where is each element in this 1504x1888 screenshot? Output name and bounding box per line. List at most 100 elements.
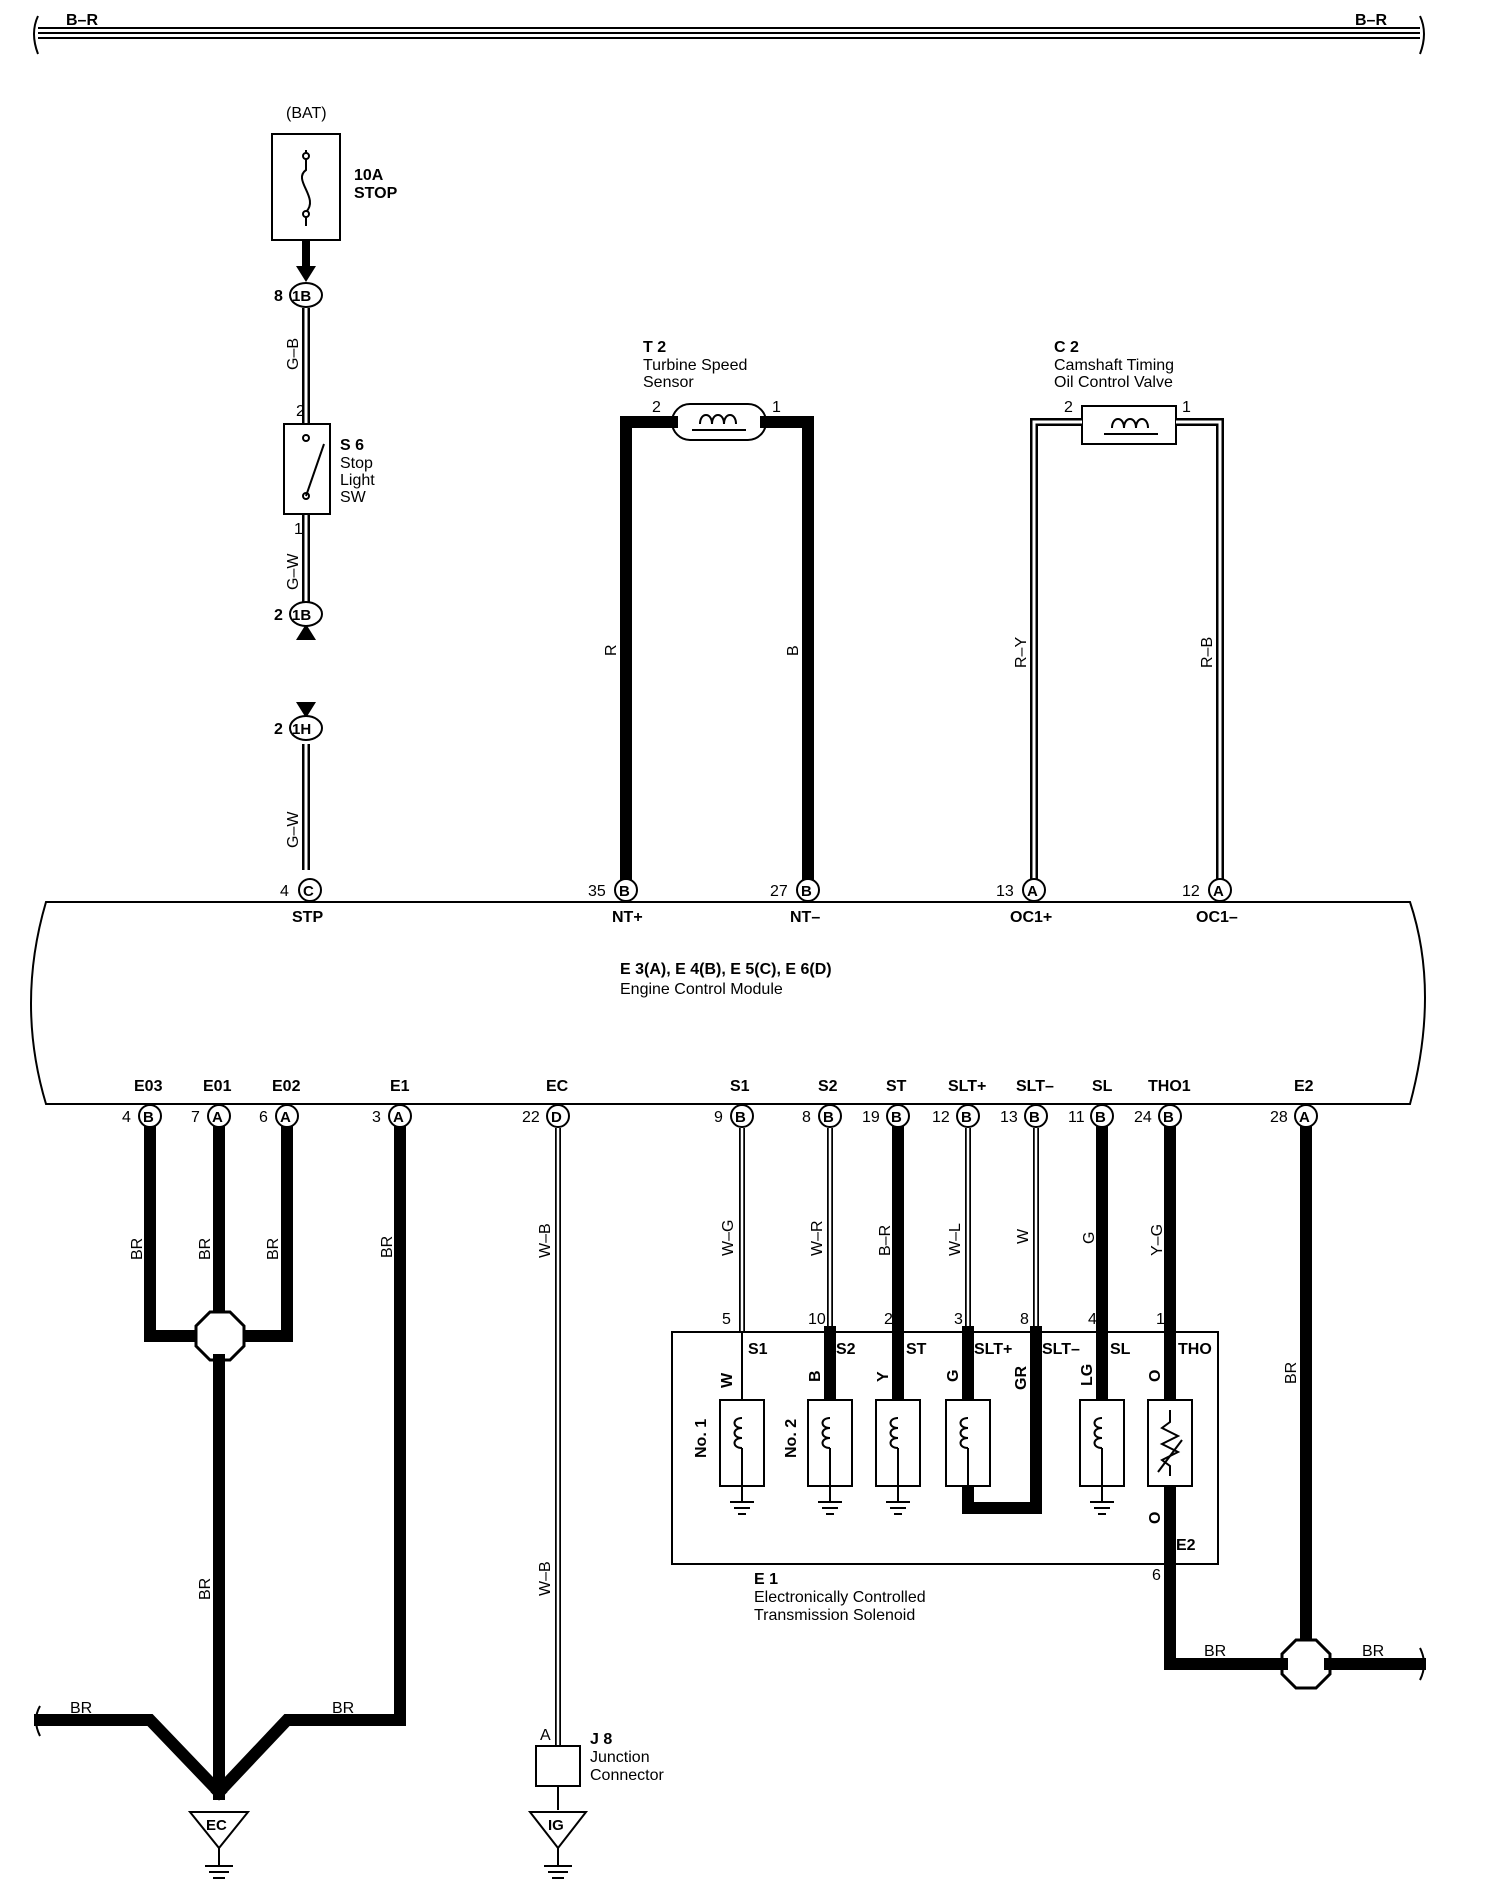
svg-text:B: B (1095, 1109, 1106, 1126)
svg-text:1B: 1B (292, 607, 311, 624)
svg-text:E 1: E 1 (754, 1571, 778, 1588)
svg-text:SLT+: SLT+ (948, 1078, 986, 1095)
svg-text:Transmission Solenoid: Transmission Solenoid (754, 1607, 915, 1624)
fuse-source: (BAT) (286, 105, 327, 122)
svg-text:13: 13 (996, 883, 1014, 900)
svg-text:A: A (1213, 883, 1224, 900)
bus-left-label: B–R (66, 12, 98, 29)
svg-text:Turbine Speed: Turbine Speed (643, 357, 747, 374)
svg-text:W–G: W–G (720, 1220, 737, 1256)
turbine-speed-sensor: T 2 Turbine Speed Sensor 2 1 R B (603, 339, 814, 886)
svg-text:A: A (393, 1109, 404, 1126)
svg-text:Oil Control Valve: Oil Control Valve (1054, 374, 1173, 391)
ground-ig: IG (527, 1811, 589, 1879)
solenoid-thermistor-tho (1147, 1399, 1193, 1487)
svg-text:J 8: J 8 (590, 1731, 612, 1748)
svg-text:Light: Light (340, 472, 375, 489)
svg-text:1: 1 (772, 399, 781, 416)
svg-text:BR: BR (70, 1700, 92, 1717)
svg-text:GR: GR (1013, 1366, 1030, 1390)
svg-text:4: 4 (122, 1109, 131, 1126)
svg-text:3: 3 (954, 1311, 963, 1328)
ec-wire-to-j8: W–B W–B A J 8 Junction Connector (535, 1128, 664, 1810)
camshaft-ocv: C 2 Camshaft Timing Oil Control Valve 2 … (1013, 339, 1224, 880)
svg-text:1: 1 (1182, 399, 1191, 416)
svg-text:THO: THO (1178, 1341, 1212, 1358)
svg-text:2: 2 (296, 403, 305, 420)
svg-text:B: B (735, 1109, 746, 1126)
svg-text:1: 1 (1156, 1311, 1165, 1328)
svg-text:IG: IG (548, 1817, 564, 1834)
svg-text:ST: ST (886, 1078, 907, 1095)
ecm-code: E 3(A), E 4(B), E 5(C), E 6(D) (620, 961, 832, 978)
svg-text:B: B (801, 883, 812, 900)
svg-text:S2: S2 (836, 1341, 856, 1358)
svg-text:S1: S1 (730, 1078, 750, 1095)
ecm-terminal-s2: B 8S2 (802, 1078, 842, 1128)
connector-arrow-icon (296, 266, 316, 282)
splice-point-icon (1280, 1638, 1332, 1690)
svg-text:G: G (1081, 1232, 1098, 1244)
svg-text:Junction: Junction (590, 1749, 650, 1766)
svg-text:E01: E01 (203, 1078, 232, 1095)
svg-text:R–Y: R–Y (1013, 637, 1030, 668)
svg-text:19: 19 (862, 1109, 880, 1126)
ground-wire-e1: BR BR BR (34, 1122, 406, 1801)
svg-text:BR: BR (197, 1578, 214, 1600)
svg-text:10: 10 (808, 1311, 826, 1328)
svg-text:11: 11 (1068, 1109, 1085, 1126)
solenoid-coil-slt (945, 1399, 991, 1487)
svg-text:E2: E2 (1294, 1078, 1314, 1095)
svg-text:2: 2 (884, 1311, 893, 1328)
svg-text:35: 35 (588, 883, 606, 900)
ecm-top-terminal-nt-plus: B 35 NT+ (588, 878, 643, 926)
svg-text:B: B (1029, 1109, 1040, 1126)
svg-text:5: 5 (722, 1311, 731, 1328)
svg-text:BR: BR (379, 1236, 396, 1258)
svg-text:9: 9 (714, 1109, 723, 1126)
ecm-top-terminal-stp: C 4 STP (280, 878, 323, 926)
stop-circuit-wires (296, 240, 316, 870)
ecm-terminal-e1: A 3E1 (372, 1078, 412, 1128)
svg-text:No. 1: No. 1 (693, 1419, 710, 1458)
svg-text:SL: SL (1092, 1078, 1113, 1095)
svg-text:B: B (1163, 1109, 1174, 1126)
svg-text:22: 22 (522, 1109, 540, 1126)
svg-text:4: 4 (280, 883, 289, 900)
svg-text:E02: E02 (272, 1078, 301, 1095)
svg-text:B: B (891, 1109, 902, 1126)
svg-text:W–B: W–B (537, 1561, 554, 1596)
connector-arrow-icon (296, 702, 316, 718)
svg-text:6: 6 (1152, 1567, 1161, 1584)
svg-text:EC: EC (206, 1817, 227, 1834)
svg-text:STP: STP (292, 909, 323, 926)
svg-text:Electronically Controlled: Electronically Controlled (754, 1589, 926, 1606)
svg-text:BR: BR (129, 1238, 146, 1260)
svg-text:W–B: W–B (537, 1223, 554, 1258)
wire-color-g-w-1: G–W (285, 553, 302, 590)
svg-text:C: C (303, 883, 314, 900)
svg-text:2: 2 (652, 399, 661, 416)
svg-text:A: A (280, 1109, 291, 1126)
engine-control-module: E 3(A), E 4(B), E 5(C), E 6(D) Engine Co… (30, 901, 1426, 1105)
svg-text:SW: SW (340, 489, 367, 506)
svg-text:ST: ST (906, 1341, 927, 1358)
svg-text:E2: E2 (1176, 1537, 1196, 1554)
svg-text:O: O (1147, 1512, 1164, 1524)
svg-text:E03: E03 (134, 1078, 163, 1095)
svg-text:B–R: B–R (877, 1225, 894, 1256)
svg-text:SLT–: SLT– (1042, 1341, 1080, 1358)
svg-text:SL: SL (1110, 1341, 1131, 1358)
fuse-10a-stop: (BAT) 10A STOP (271, 105, 398, 241)
svg-text:8: 8 (802, 1109, 811, 1126)
transmission-solenoid: 5 10 2 3 8 4 1 S1 S2 ST SLT+ SLT– SL THO… (671, 1311, 1219, 1624)
svg-text:B: B (143, 1109, 154, 1126)
svg-text:Camshaft Timing: Camshaft Timing (1054, 357, 1174, 374)
svg-text:W–R: W–R (809, 1220, 826, 1256)
svg-text:BR: BR (1204, 1643, 1226, 1660)
stop-light-switch: 2 1 S 6 Stop Light SW (283, 403, 375, 538)
